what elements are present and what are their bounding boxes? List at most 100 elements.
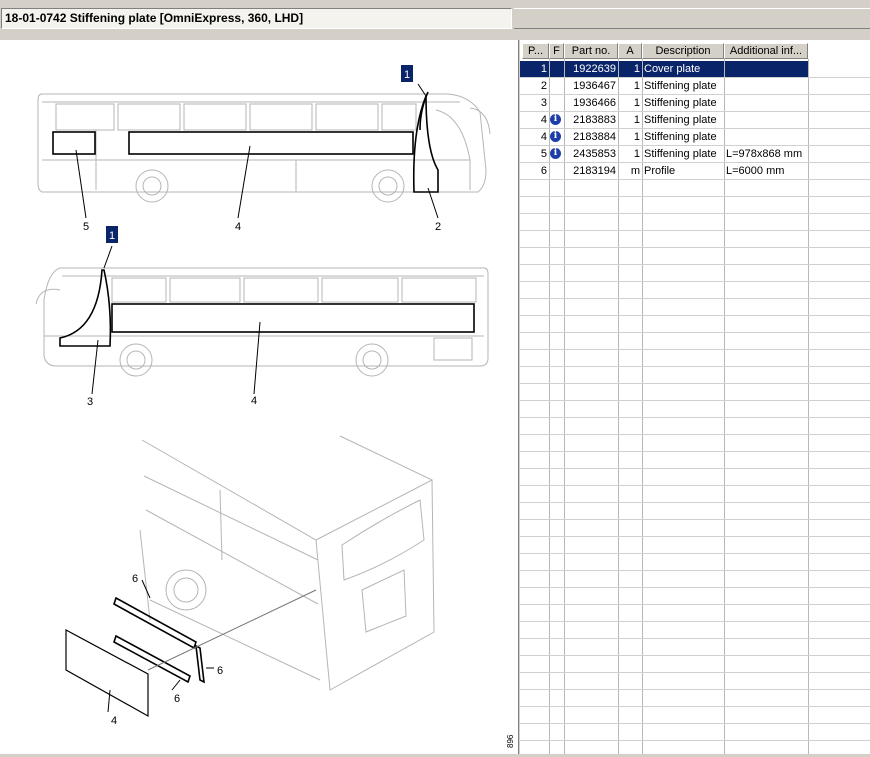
table-cell-description[interactable]: Cover plate <box>644 63 701 75</box>
bus-side-view-right <box>37 93 491 203</box>
grid-row-line <box>520 451 870 452</box>
label-pos-2: 2 <box>435 221 441 233</box>
highlighted-parts <box>52 91 475 718</box>
table-cell-amount[interactable]: 1 <box>633 97 640 109</box>
part-3-outline[interactable] <box>59 269 112 347</box>
label-pos-5: 5 <box>83 221 89 233</box>
part-4-outline-top[interactable] <box>128 131 414 155</box>
column-header-position[interactable]: P... <box>522 43 549 59</box>
grid-row-line <box>520 111 870 112</box>
table-cell-additional-info[interactable] <box>726 112 808 128</box>
table-cell-position[interactable]: 5 <box>540 148 547 160</box>
grid-row-line <box>520 94 870 95</box>
grid-row-line <box>520 417 870 418</box>
grid-column-line <box>724 59 725 754</box>
page-title: 18-01-0742 Stiffening plate [OmniExpress… <box>1 8 512 29</box>
grid-row-line <box>520 196 870 197</box>
column-header-additional-info[interactable]: Additional inf... <box>724 43 808 59</box>
grid-row-line <box>520 553 870 554</box>
grid-row-line <box>520 281 870 282</box>
label-pos-6-upper: 6 <box>132 573 138 585</box>
table-cell-additional-info[interactable]: L=6000 mm <box>726 165 785 177</box>
table-cell-description[interactable]: Stiffening plate <box>644 131 717 143</box>
grid-row-line <box>520 162 870 163</box>
table-cell-part-no[interactable]: 1936466 <box>573 97 616 109</box>
table-cell-position[interactable]: 4 <box>540 114 547 126</box>
grid-row-line <box>520 332 870 333</box>
pane-splitter[interactable] <box>518 40 520 754</box>
table-cell-part-no[interactable]: 2183194 <box>573 165 616 177</box>
info-icon[interactable]: i <box>550 114 561 125</box>
grid-row-line <box>520 213 870 214</box>
table-cell-position[interactable]: 3 <box>540 97 547 109</box>
info-icon[interactable]: i <box>550 131 561 142</box>
part-6-profile-upper[interactable] <box>113 596 197 650</box>
column-header-flag[interactable]: F <box>549 43 564 59</box>
callout-1-bottom[interactable] <box>106 226 118 243</box>
table-cell-additional-info[interactable] <box>726 78 808 94</box>
grid-row-line <box>520 723 870 724</box>
table-cell-amount[interactable]: m <box>630 165 640 177</box>
table-cell-additional-info[interactable] <box>726 129 808 145</box>
title-separator <box>514 8 870 29</box>
table-cell-description[interactable]: Profile <box>644 165 676 177</box>
table-cell-part-no[interactable]: 2435853 <box>573 148 616 160</box>
label-pos-3: 3 <box>87 396 93 408</box>
table-cell-position[interactable]: 4 <box>540 131 547 143</box>
table-cell-position[interactable]: 2 <box>540 80 547 92</box>
part-4-panel[interactable] <box>65 628 149 718</box>
table-cell-part-no[interactable]: 2183884 <box>573 131 616 143</box>
table-cell-position[interactable]: 6 <box>540 165 547 177</box>
grid-row-line <box>520 485 870 486</box>
grid-row-line <box>520 145 870 146</box>
grid-row-line <box>520 689 870 690</box>
table-cell-additional-info[interactable] <box>726 61 808 77</box>
parts-drawing[interactable]: 1 1 5 4 2 3 4 6 6 6 4 896 <box>0 40 518 754</box>
table-cell-amount[interactable]: 1 <box>633 148 640 160</box>
label-pos-4-middle: 4 <box>251 395 257 407</box>
part-5-outline[interactable] <box>52 131 96 155</box>
grid-column-line <box>642 59 643 754</box>
table-cell-additional-info[interactable]: L=978x868 mm <box>726 148 803 160</box>
part-1-outline-top[interactable] <box>419 91 429 131</box>
grid-row-line <box>520 519 870 520</box>
column-header-description[interactable]: Description <box>642 43 724 59</box>
label-pos-4-top: 4 <box>235 221 241 233</box>
part-6-profile-vertical[interactable] <box>195 644 205 684</box>
grid-column-line <box>808 59 809 754</box>
column-header-amount[interactable]: A <box>618 43 642 59</box>
grid-row-line <box>520 468 870 469</box>
table-cell-position[interactable]: 1 <box>540 63 547 75</box>
grid-row-line <box>520 400 870 401</box>
grid-row-line <box>520 604 870 605</box>
grid-row-line <box>520 77 870 78</box>
table-cell-description[interactable]: Stiffening plate <box>644 148 717 160</box>
table-cell-amount[interactable]: 1 <box>633 114 640 126</box>
grid-row-line <box>520 247 870 248</box>
table-cell-description[interactable]: Stiffening plate <box>644 114 717 126</box>
column-header-part-no[interactable]: Part no. <box>564 43 618 59</box>
label-pos-6-lower: 6 <box>174 693 180 705</box>
drawing-canvas: 1 1 5 4 2 3 4 6 6 6 4 896 <box>35 65 515 748</box>
table-cell-part-no[interactable]: 2183883 <box>573 114 616 126</box>
table-cell-amount[interactable]: 1 <box>633 131 640 143</box>
part-6-profile-lower[interactable] <box>113 634 191 684</box>
table-cell-description[interactable]: Stiffening plate <box>644 80 717 92</box>
table-cell-amount[interactable]: 1 <box>633 63 640 75</box>
grid-column-line <box>564 59 565 754</box>
table-cell-part-no[interactable]: 1922639 <box>573 63 616 75</box>
part-4-outline-bottom[interactable] <box>111 303 475 333</box>
info-icon[interactable]: i <box>550 148 561 159</box>
table-cell-description[interactable]: Stiffening plate <box>644 97 717 109</box>
label-pos-4-bottom: 4 <box>111 715 117 727</box>
table-cell-part-no[interactable]: 1936467 <box>573 80 616 92</box>
part-2-outline[interactable] <box>412 95 439 193</box>
callout-1-top[interactable] <box>401 65 413 82</box>
parts-table[interactable]: P... F Part no. A Description Additional… <box>520 40 870 754</box>
table-cell-additional-info[interactable] <box>726 95 808 111</box>
table-cell-amount[interactable]: 1 <box>633 80 640 92</box>
callout-1-bottom-label: 1 <box>109 230 115 242</box>
grid-row-line <box>520 638 870 639</box>
grid-row-line <box>520 366 870 367</box>
grid-row-line <box>520 230 870 231</box>
